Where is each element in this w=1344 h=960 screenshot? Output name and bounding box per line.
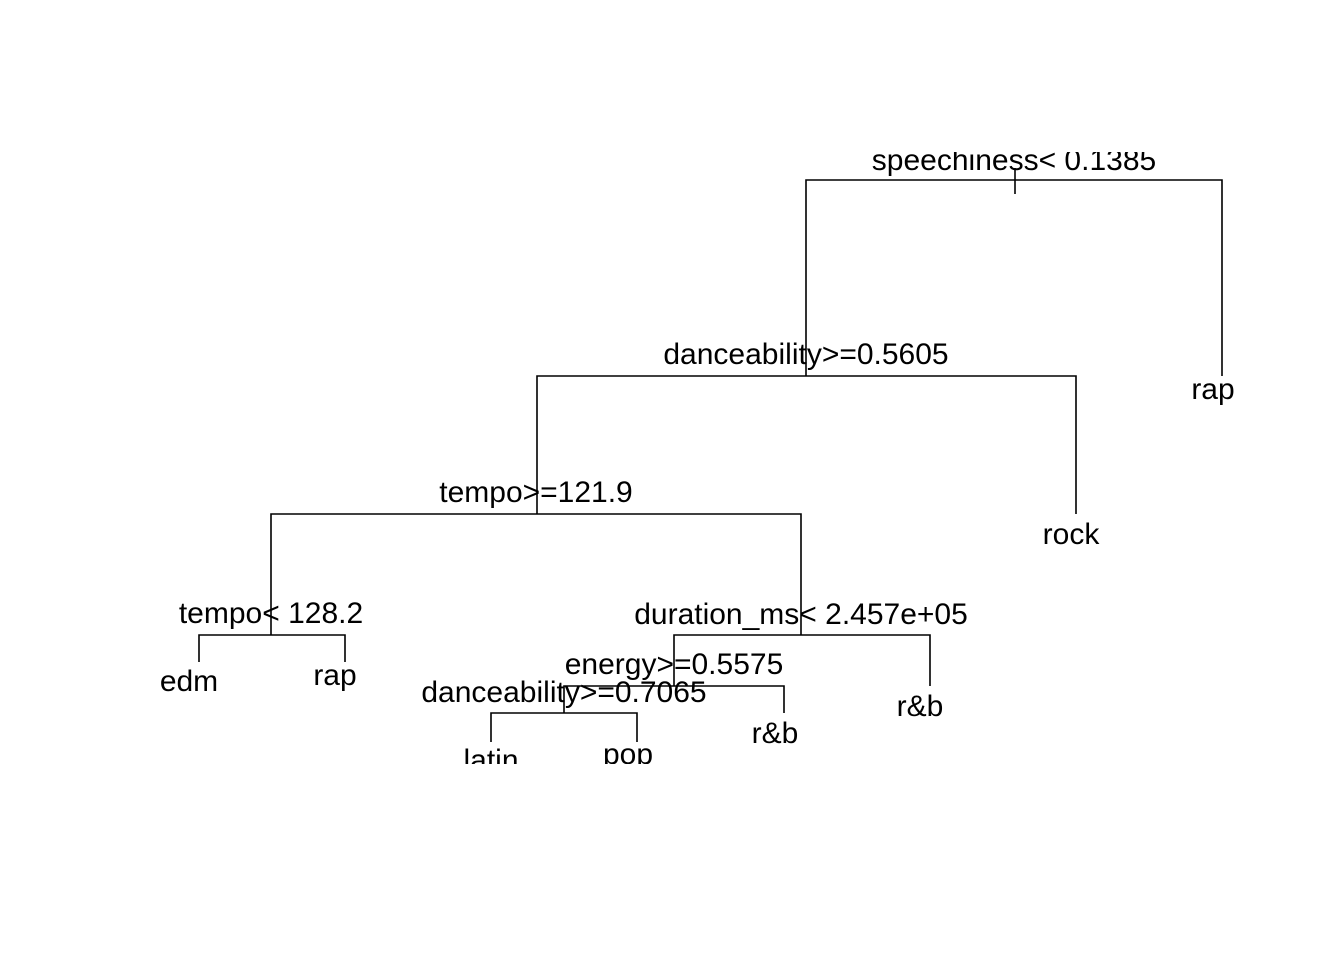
split-danceability-0.7065-branches bbox=[490, 712, 638, 742]
leaf-rap-speechiness: rap bbox=[1191, 373, 1234, 406]
split-label-speechiness: speechiness< 0.1385 bbox=[872, 144, 1156, 177]
split-label-duration: duration_ms< 2.457e+05 bbox=[634, 598, 968, 631]
leaf-rnb-energy: r&b bbox=[752, 717, 799, 750]
leaf-pop: pop bbox=[603, 738, 653, 771]
leaf-rap-tempo: rap bbox=[313, 659, 356, 692]
split-tempo-128.2-branches bbox=[198, 634, 346, 662]
split-label-tempo-128.2: tempo< 128.2 bbox=[179, 597, 363, 630]
leaf-edm: edm bbox=[160, 665, 218, 698]
split-label-danceability-0.5605: danceability>=0.5605 bbox=[663, 338, 948, 371]
split-duration-branches bbox=[673, 634, 931, 686]
split-label-energy: energy>=0.5575 bbox=[565, 648, 784, 681]
split-tempo-121.9-branches bbox=[270, 513, 802, 635]
split-speechiness-branches bbox=[805, 179, 1223, 376]
leaf-rnb-duration: r&b bbox=[897, 690, 944, 723]
split-danceability-0.5605-branches bbox=[536, 375, 1077, 514]
leaf-latin: latin bbox=[463, 744, 518, 777]
split-label-tempo-121.9: tempo>=121.9 bbox=[439, 476, 633, 509]
split-label-danceability-0.7065: danceability>=0.7065 bbox=[421, 676, 706, 709]
leaf-rock: rock bbox=[1043, 518, 1101, 551]
split-energy-branches bbox=[563, 685, 785, 713]
